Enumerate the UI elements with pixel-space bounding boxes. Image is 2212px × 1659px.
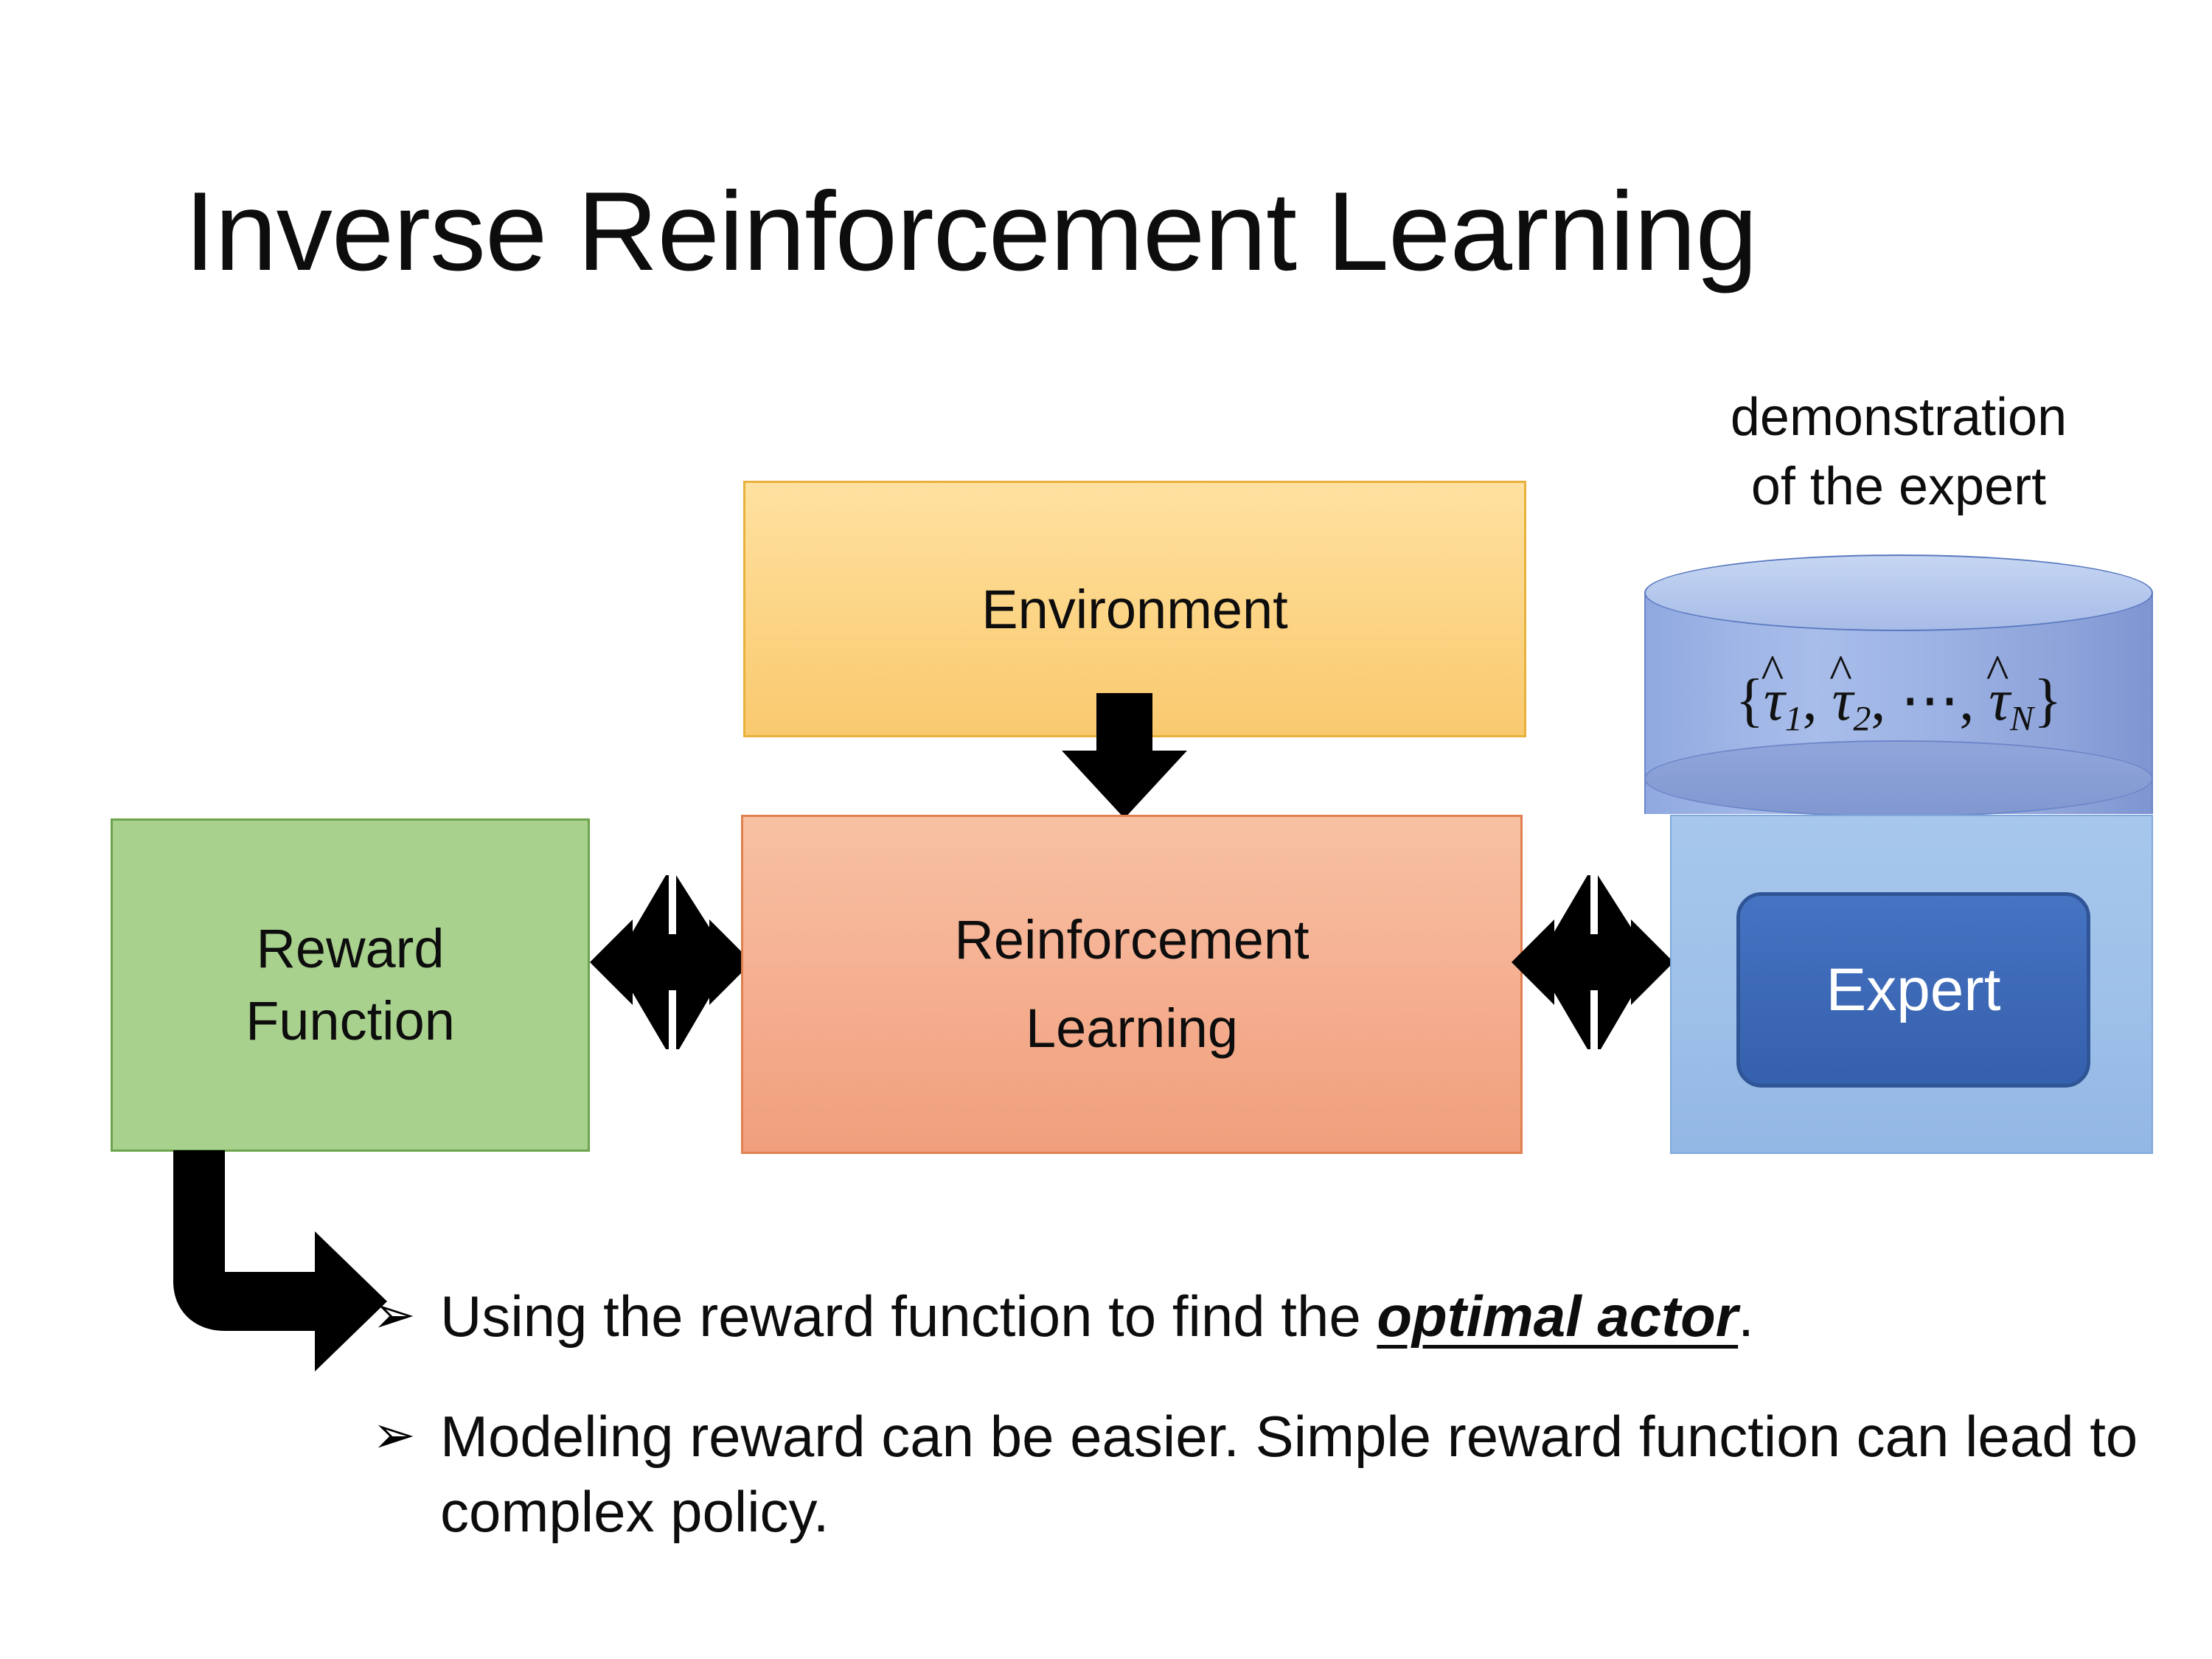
cylinder-bottom-ellipse [1644, 740, 2153, 817]
expert-button[interactable]: Expert [1736, 892, 2090, 1088]
reinforcement-learning-line1: Reinforcement [954, 909, 1310, 971]
tau-glyph-2: τ [1832, 668, 1854, 733]
four-way-arrow-icon [590, 875, 752, 1049]
hat-accent-icon: ^ [1986, 645, 2009, 699]
reward-function-line2: Function [246, 990, 455, 1051]
bullet-item-2: ➢ Modeling reward can be easier. Simple … [372, 1399, 2142, 1549]
bullet-1-text-after: . [1738, 1284, 1754, 1349]
formula-comma-1: , [1802, 668, 1818, 733]
hat-accent-icon: ^ [1761, 645, 1784, 699]
reward-function-box[interactable]: Reward Function [111, 818, 590, 1152]
tau-glyph-1: τ [1764, 668, 1785, 733]
formula-sub-1: 1 [1784, 699, 1803, 739]
bullet-arrow-icon: ➢ [372, 1406, 416, 1464]
hat-accent-icon: ^ [1829, 645, 1852, 699]
formula-tau-n: ^τ [1986, 646, 2010, 734]
environment-box-label: Environment [981, 578, 1288, 640]
bullet-1-emphasis: optimal actor [1377, 1284, 1739, 1349]
bullet-list: ➢ Using the reward function to find the … [372, 1279, 2142, 1549]
formula-sub-2: 2 [1853, 699, 1871, 739]
cylinder-top-ellipse [1644, 554, 2153, 631]
four-way-arrow-icon [1512, 875, 1674, 1049]
demonstration-caption: demonstration of the expert [1641, 383, 2157, 521]
reinforcement-learning-text: Reinforcement Learning [954, 896, 1309, 1073]
bullet-item-1: ➢ Using the reward function to find the … [372, 1279, 2142, 1354]
formula-sub-n: N [2009, 699, 2034, 739]
formula-close-brace: } [2033, 668, 2062, 733]
formula-open-brace: { [1735, 668, 1764, 733]
reward-function-text: Reward Function [246, 913, 455, 1057]
database-cylinder: {^τ1, ^τ2, ⋯, ^τN} [1644, 554, 2153, 852]
formula-comma-3: , [1959, 668, 1975, 733]
bullet-1-text: Using the reward function to find the op… [440, 1279, 2142, 1354]
bullet-2-text: Modeling reward can be easier. Simple re… [440, 1404, 2138, 1544]
elbow-arrow-icon [173, 1150, 387, 1371]
demonstration-caption-line1: demonstration [1730, 388, 2067, 447]
demonstration-caption-line2: of the expert [1750, 456, 2047, 516]
expert-button-label: Expert [1826, 956, 2001, 1023]
trajectory-set-formula: {^τ1, ^τ2, ⋯, ^τN} [1644, 646, 2153, 739]
formula-comma-2: , [1871, 668, 1886, 733]
arrow-down-icon [1062, 693, 1187, 818]
tau-glyph-n: τ [1989, 668, 2010, 733]
formula-tau-2: ^τ [1829, 646, 1854, 734]
reward-function-line1: Reward [256, 918, 445, 980]
formula-tau-1: ^τ [1761, 646, 1785, 734]
reinforcement-learning-line2: Learning [1025, 998, 1238, 1059]
reinforcement-learning-box[interactable]: Reinforcement Learning [741, 815, 1523, 1154]
page-title: Inverse Reinforcement Learning [184, 169, 1758, 294]
bullet-arrow-icon: ➢ [372, 1286, 416, 1343]
formula-ellipsis: ⋯ [1900, 668, 1960, 733]
bullet-1-text-before: Using the reward function to find the [440, 1284, 1377, 1349]
